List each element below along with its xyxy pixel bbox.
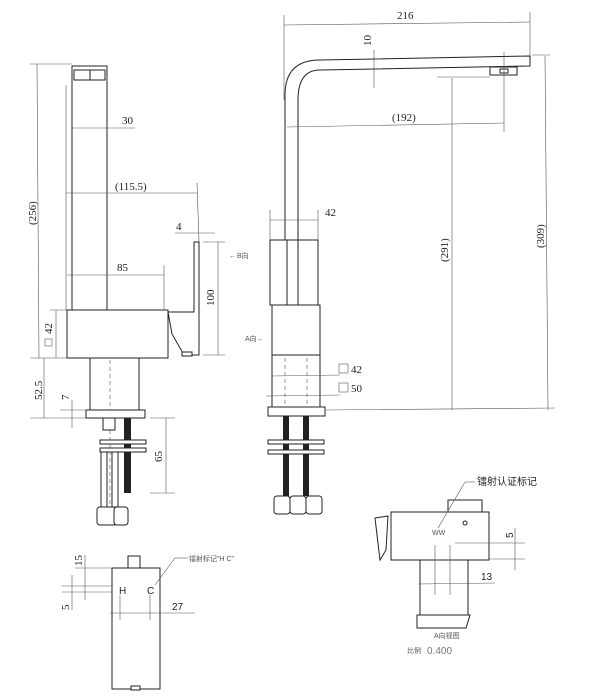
dim-square-42: 42 [351,364,362,376]
dim-27: 27 [172,602,184,613]
dim-30: 30 [122,115,134,127]
b-view: H C 镭射标记"H C" 15 5 27 [60,554,235,691]
hose [100,451,108,508]
front-view: 216 10 (192) 42 (291) (309) 42 50 [265,10,556,515]
washer [99,447,147,453]
dim-192: (192) [392,112,416,124]
dim-216: 216 [397,10,414,22]
hose-nut [113,506,129,526]
arrow-a-icon: → [256,336,263,343]
laser-mark-label: 镭射标记"H C" [189,554,235,563]
bottom-cap [130,685,141,691]
square-symbol [44,338,53,347]
body-block [66,309,169,359]
b-direction-label: B向 [237,251,249,260]
dim-10: 10 [362,35,374,47]
hose-cold [303,416,309,496]
dim-309: (309) [535,224,547,248]
scale-label: 比例 [407,646,421,655]
dim-291: (291) [439,238,451,262]
hose-hot [124,418,131,493]
neck [89,357,140,411]
dim-42-width: 42 [325,207,336,219]
base-plate [85,409,146,419]
hose-nut [289,495,307,515]
dim-square-50: 50 [351,383,363,395]
dim-4: 4 [176,221,182,233]
washer [267,449,325,455]
dim-65: 65 [153,451,165,463]
arrow-b-label: ← [229,253,236,260]
hose-nut [305,495,323,515]
base-plate [267,406,326,417]
a-direction-label: A向 [245,334,257,343]
aerator [489,66,518,76]
dim-5: 5 [60,604,72,610]
dim-52-5-text: 52.5 [33,380,45,400]
neck [419,559,469,616]
dim-115-5: (115.5) [115,181,147,193]
stud [102,417,116,431]
dim-256: (256) [27,201,39,225]
mark-c: C [147,586,154,597]
screw-dot [462,520,468,526]
dim-100: 100 [205,289,217,306]
lever-handle [167,241,200,356]
scale-value: 0.400 [427,646,452,657]
body-front [390,511,490,561]
dim-15: 15 [73,555,85,567]
spout-tube [284,55,531,305]
dim-13: 13 [481,572,493,583]
square-symbol [338,363,349,374]
square-symbol [338,382,349,393]
dim-7: 7 [60,394,72,400]
dim-5: 5 [505,532,516,538]
dim-85: 85 [117,262,129,274]
mark-h: H [119,586,126,597]
hose [111,451,119,508]
view-title: A向视图 [434,631,460,640]
body-top-view [111,567,161,690]
a-view: WW 镭射认证标记 5 13 A向视图 比例 0.400 [374,475,537,657]
neck [271,354,321,408]
knob [127,555,141,569]
washer [267,439,325,445]
washer [99,439,147,445]
spout-column [71,65,108,311]
hose-nut [273,495,291,515]
body [271,304,321,356]
handle-cap [181,351,193,357]
hose-hot [283,416,289,496]
upper-body [269,239,319,306]
handle-side [374,515,389,562]
base-plate [416,614,471,629]
side-view: (256) 30 (115.5) 4 85 100 42 52.5 7 65 ←… [27,63,263,526]
dim-42: 42 [43,323,55,334]
certification-mark-label: 镭射认证标记 [477,475,537,488]
certification-logo: WW [432,530,446,537]
